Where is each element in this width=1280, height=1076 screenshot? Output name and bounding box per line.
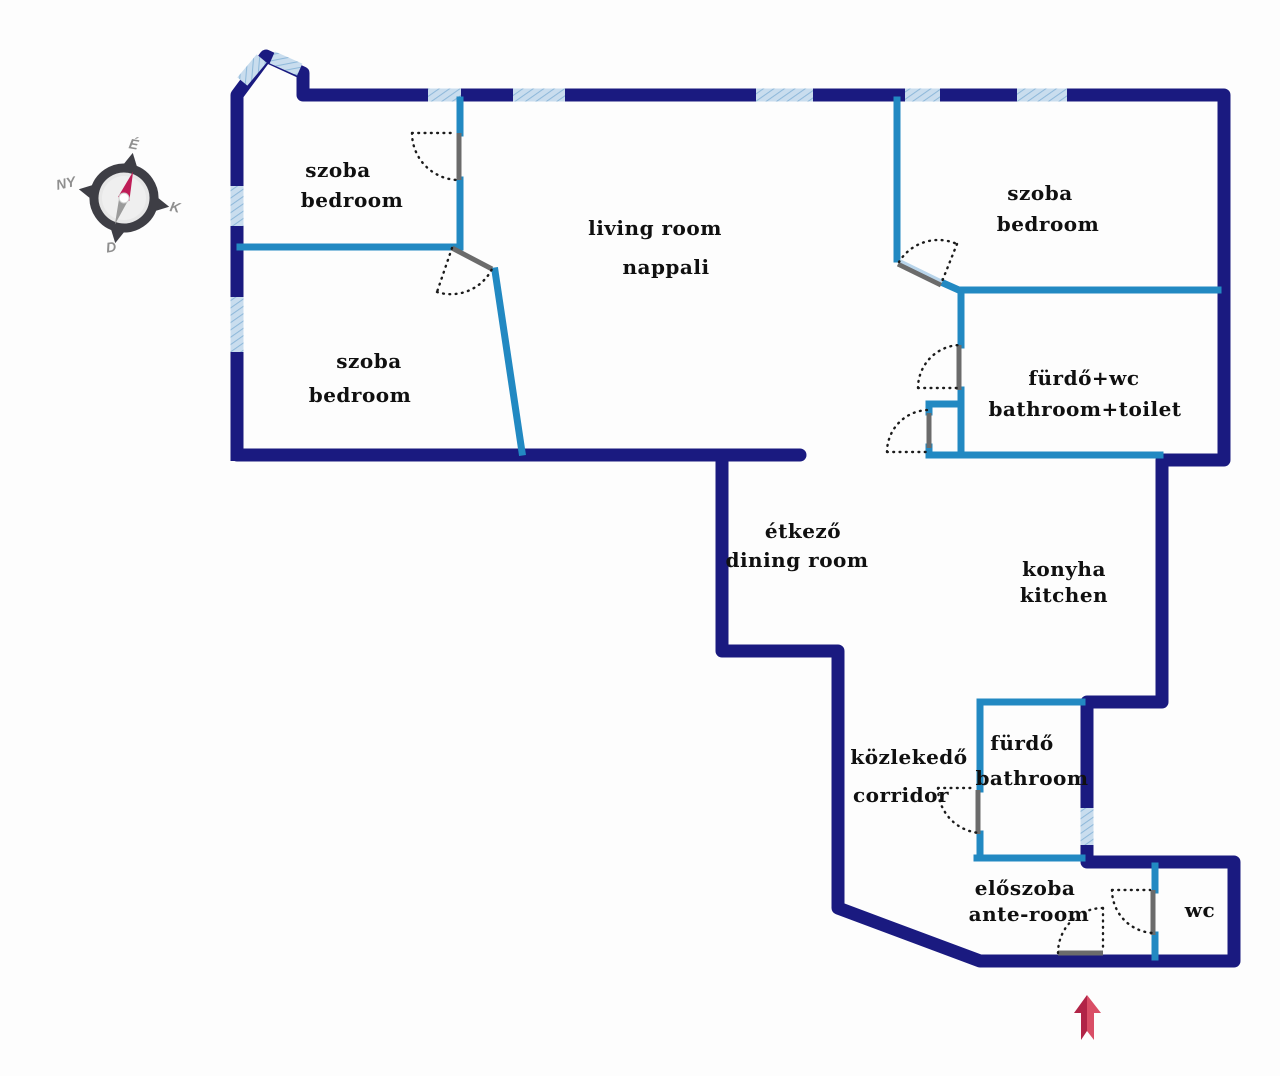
label-dining-room-hu: étkező (764, 519, 842, 543)
label-bathroom-toilet-hu: fürdő+wc (1028, 366, 1140, 390)
window-icon (428, 88, 461, 102)
label-bedroom-upper-right-hu: szoba (1007, 181, 1073, 205)
door-swing-icon (936, 786, 982, 835)
label-bedroom-lower-left-hu: szoba (336, 349, 402, 373)
window-icon (905, 88, 940, 102)
window-icon (230, 297, 244, 352)
label-corridor-hu: közlekedő (850, 745, 968, 769)
door-swing-icon (1110, 888, 1157, 935)
door-swing-icon (885, 408, 931, 454)
window-icon (513, 88, 565, 102)
window-icon (1080, 808, 1094, 845)
window-icon (756, 88, 813, 102)
door-swing-icon (916, 343, 963, 390)
label-bedroom-upper-right-en: bedroom (996, 212, 1100, 236)
entrance-arrow-icon (1074, 995, 1101, 1040)
label-dining-room-en: dining room (725, 548, 869, 572)
compass-icon (78, 152, 170, 244)
label-bedroom-lower-left-en: bedroom (308, 383, 412, 407)
window-icon (1017, 88, 1067, 102)
door-swing-icon (897, 238, 959, 286)
label-bedroom-upper-left-en: bedroom (300, 188, 404, 212)
compass-needle (114, 171, 134, 225)
label-wc: wc (1184, 898, 1216, 922)
interior-walls (236, 96, 1222, 961)
label-ante-room-hu: előszoba (974, 876, 1076, 900)
window-icon (269, 51, 303, 76)
compass-label-south: D (104, 238, 118, 256)
door-icon (450, 245, 494, 272)
door-swing-icon (1056, 906, 1105, 955)
label-bedroom-upper-left-hu: szoba (305, 158, 371, 182)
door-swing-arcs (410, 131, 1157, 955)
label-bathroom-toilet-en: bathroom+toilet (988, 397, 1182, 421)
label-bathroom-en: bathroom (975, 766, 1089, 790)
label-living-room-en: living room (588, 216, 722, 240)
windows (230, 51, 1094, 845)
label-kitchen-en: kitchen (1019, 583, 1109, 607)
label-living-room-hu: nappali (622, 255, 710, 279)
label-ante-room-en: ante-room (968, 902, 1090, 926)
window-icon (237, 54, 267, 86)
label-corridor-en: corridor (852, 783, 950, 807)
door-icon (898, 259, 944, 283)
label-bathroom-hu: fürdő (990, 731, 1054, 755)
door-swing-icon (435, 246, 494, 296)
window-icon (230, 186, 244, 226)
door-leaves (450, 133, 1156, 956)
door-swing-icon (410, 131, 461, 182)
label-kitchen-hu: konyha (1022, 557, 1106, 581)
door-icon (896, 261, 943, 288)
